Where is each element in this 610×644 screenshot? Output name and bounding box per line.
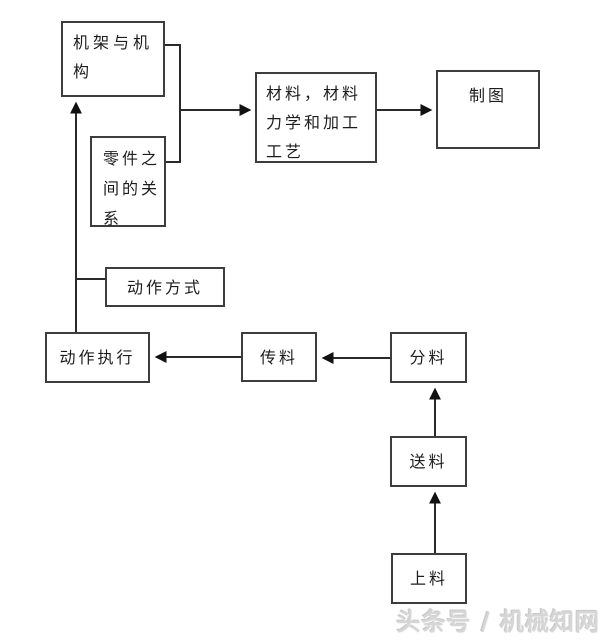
- node-separate-material: 分料: [390, 332, 467, 383]
- node-transfer-material: 传料: [241, 332, 317, 382]
- node-action-execution: 动作执行: [45, 332, 150, 383]
- node-load-material: 上料: [391, 553, 467, 604]
- node-parts-relationship: 零件之间的关系: [90, 136, 166, 228]
- node-frame-mechanism: 机架与机构: [61, 21, 165, 97]
- node-materials-mechanics-process: 材料，材料力学和加工工艺: [255, 72, 377, 163]
- node-action-mode: 动作方式: [105, 267, 225, 307]
- edge-frame-to-parts-bracket: [165, 44, 181, 163]
- watermark: 头条号 / 机械知网: [396, 607, 600, 636]
- node-drafting: 制图: [436, 70, 540, 149]
- node-feed-material: 送料: [390, 436, 467, 487]
